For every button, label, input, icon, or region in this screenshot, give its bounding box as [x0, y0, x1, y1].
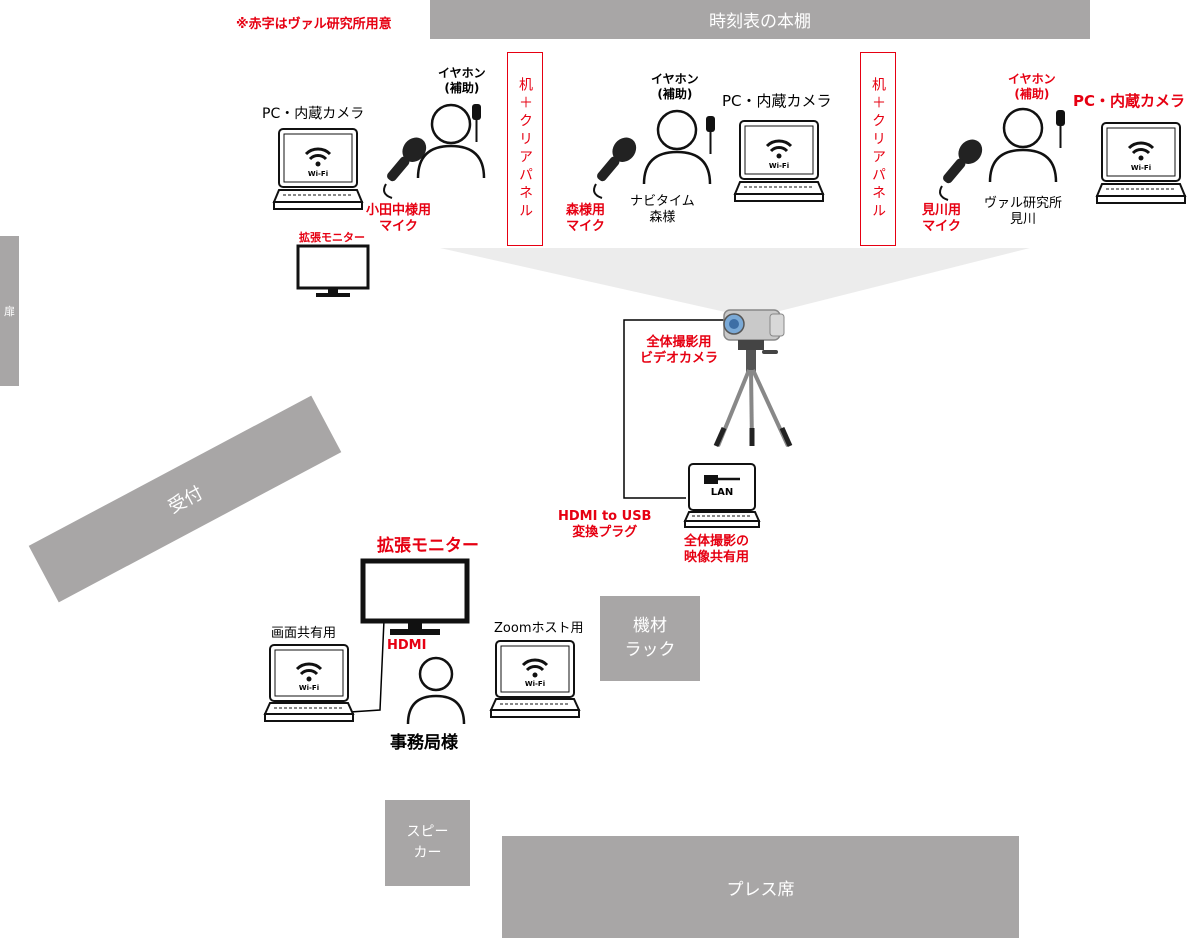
person-mikawa-line-1: ヴァル研究所 — [984, 196, 1063, 211]
equipment-rack: 機材 ラック — [600, 596, 700, 681]
mic-mikawa-line-1: 見川用 — [922, 203, 962, 218]
earphone-icon — [472, 104, 481, 142]
rack-line-1: 機材 — [633, 615, 667, 636]
person-mori-line-1: ナビタイム — [630, 194, 695, 209]
video-share-line-1: 全体撮影の — [684, 534, 750, 549]
pc-camera-label-right: PC・内蔵カメラ — [1073, 92, 1186, 110]
wifi-text: Wi-Fi — [298, 684, 320, 692]
microphone-icon — [593, 137, 637, 199]
mic-mori-line-2: マイク — [566, 219, 605, 235]
person-mori-line-2: 森様 — [649, 210, 676, 226]
laptop-right: Wi-Fi — [1095, 122, 1187, 206]
pc-camera-label-left: PC・内蔵カメラ — [262, 106, 365, 122]
wifi-text: Wi-Fi — [1130, 164, 1152, 172]
mic-label-mikawa: 見川用 マイク — [922, 203, 961, 236]
door: 扉 — [0, 236, 19, 386]
note-text: ※赤字はヴァル研究所用意 — [236, 17, 392, 32]
earphone-line-2: (補助) — [444, 81, 480, 95]
earphone-icon — [1056, 110, 1065, 148]
laptop-zoom-host: Wi-Fi — [489, 640, 581, 720]
hdmi-usb-line-2: 変換プラグ — [572, 525, 638, 541]
laptop-screen-share: Wi-Fi — [263, 644, 355, 724]
mic-odanaka-line-2: マイク — [379, 219, 418, 235]
desk-panel-left: 机＋クリアパネル — [507, 52, 543, 246]
mic-mikawa-line-2: マイク — [922, 219, 961, 235]
person-mikawa-line-2: 見川 — [1010, 212, 1037, 228]
wifi-text: Wi-Fi — [768, 162, 790, 170]
hdmi-label: HDMI — [387, 638, 427, 653]
pc-camera-label-center: PC・内蔵カメラ — [722, 92, 832, 110]
earphone-line-1: イヤホン — [438, 66, 486, 80]
earphone-label-left: イヤホン (補助) — [438, 66, 486, 96]
mic-mori-line-1: 森様用 — [566, 203, 606, 218]
person-icon — [642, 109, 712, 185]
earphone-line-2: (補助) — [657, 87, 693, 101]
laptop-lan: LAN — [683, 463, 761, 529]
earphone-line-1: イヤホン — [1008, 72, 1056, 86]
lan-text: LAN — [710, 487, 734, 498]
person-icon — [988, 107, 1058, 183]
earphone-line-2: (補助) — [1014, 87, 1050, 101]
earphone-label-center: イヤホン (補助) — [651, 72, 699, 102]
earphone-line-1: イヤホン — [651, 72, 699, 86]
mic-label-odanaka: 小田中様用 マイク — [366, 203, 431, 236]
hdmi-usb-label: HDMI to USB 変換プラグ — [558, 509, 651, 542]
person-icon — [406, 656, 466, 725]
microphone-icon — [939, 139, 983, 201]
screen-share-label: 画面共有用 — [271, 626, 337, 641]
secretariat-label: 事務局様 — [390, 733, 458, 753]
person-icon — [416, 103, 486, 179]
zoom-host-label: Zoomホスト用 — [494, 621, 584, 636]
video-camera-line-2: ビデオカメラ — [640, 351, 719, 367]
ext-monitor-label-large: 拡張モニター — [377, 536, 479, 556]
earphone-label-right: イヤホン (補助) — [1008, 72, 1056, 102]
hdmi-usb-line-1: HDMI to USB — [558, 509, 652, 524]
video-camera-line-1: 全体撮影用 — [646, 335, 712, 350]
wifi-text: Wi-Fi — [307, 170, 329, 178]
monitor-icon — [296, 244, 370, 297]
laptop-center: Wi-Fi — [733, 120, 825, 204]
video-share-label: 全体撮影の 映像共有用 — [684, 534, 749, 567]
bookshelf: 時刻表の本棚 — [430, 0, 1090, 39]
microphone-icon — [383, 137, 427, 199]
desk-panel-right: 机＋クリアパネル — [860, 52, 896, 246]
mic-label-mori: 森様用 マイク — [566, 203, 605, 236]
earphone-icon — [706, 116, 715, 154]
laptop-left: Wi-Fi — [272, 128, 364, 212]
person-label-mikawa: ヴァル研究所 見川 — [984, 196, 1062, 229]
press-seats: プレス席 — [502, 836, 1019, 938]
speaker-line-2: カー — [413, 845, 442, 861]
mic-odanaka-line-1: 小田中様用 — [366, 203, 432, 218]
video-camera-icon — [713, 309, 793, 448]
monitor-icon — [360, 558, 470, 635]
ext-monitor-label-small: 拡張モニター — [299, 231, 365, 244]
person-label-mori: ナビタイム 森様 — [630, 194, 695, 227]
speaker-line-1: スピー — [406, 824, 449, 840]
rack-line-2: ラック — [624, 639, 676, 660]
video-share-line-2: 映像共有用 — [684, 550, 750, 566]
video-camera-label: 全体撮影用 ビデオカメラ — [640, 335, 718, 368]
wifi-text: Wi-Fi — [524, 680, 546, 688]
speaker-box: スピー カー — [385, 800, 470, 886]
